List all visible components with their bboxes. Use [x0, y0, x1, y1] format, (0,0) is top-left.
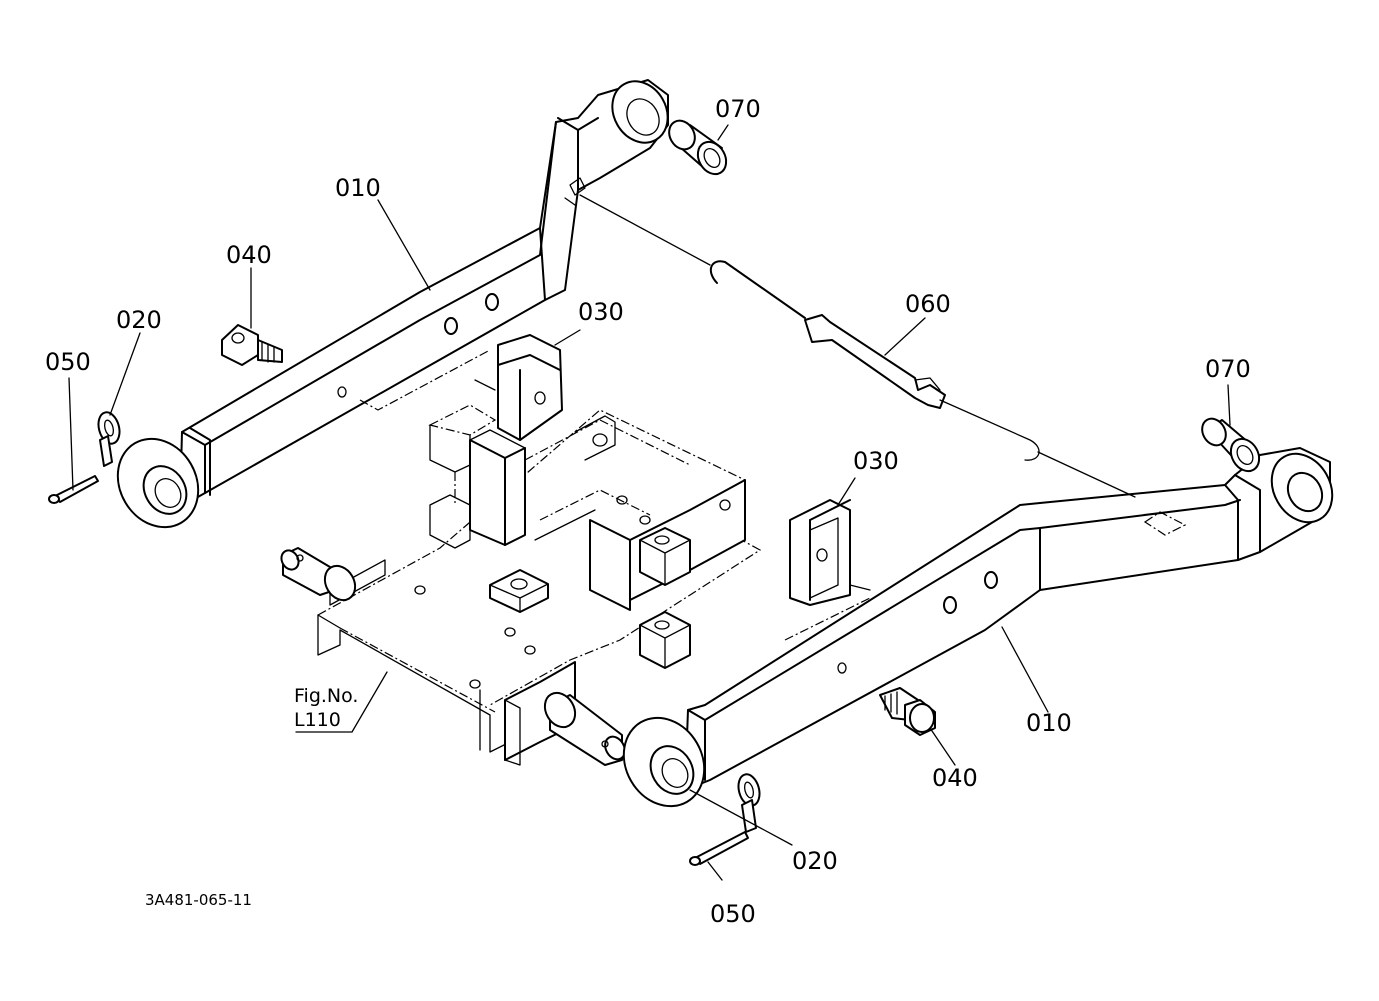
bracket-pin-left	[280, 547, 357, 602]
callout-labels: 010 040 020 050 030 070 060 070 030 010 …	[45, 95, 1251, 928]
cotter-pin-right	[689, 831, 749, 866]
label-050-right: 050	[710, 900, 756, 928]
label-030-left: 030	[578, 298, 624, 326]
label-070-right: 070	[1205, 355, 1251, 383]
figure-ref-line1: Fig.No.	[294, 685, 358, 707]
check-chain	[579, 194, 1136, 498]
figure-ref-line2: L110	[294, 709, 341, 731]
bolt-right	[879, 687, 936, 736]
label-070-upper: 070	[715, 95, 761, 123]
lynch-pin-left	[97, 411, 121, 467]
label-050-left: 050	[45, 348, 91, 376]
label-010-lower: 010	[1026, 709, 1072, 737]
label-020-right: 020	[792, 847, 838, 875]
label-020-left: 020	[116, 306, 162, 334]
bushing-right	[1201, 417, 1261, 473]
lower-link-left	[116, 79, 669, 529]
leader-lines	[68, 124, 1231, 881]
bolt-left	[221, 324, 283, 366]
label-040-right: 040	[932, 764, 978, 792]
label-040-left: 040	[226, 241, 272, 269]
lynch-pin-right	[737, 773, 761, 833]
cotter-pin-left	[48, 475, 99, 504]
bracket-pin-right	[543, 691, 626, 766]
stopper-left	[359, 334, 563, 441]
label-060: 060	[905, 290, 951, 318]
bushing-upper	[668, 119, 728, 176]
hitch-bracket-frame	[317, 404, 762, 766]
label-010-upper: 010	[335, 174, 381, 202]
label-030-right: 030	[853, 447, 899, 475]
lower-link-right	[622, 447, 1334, 808]
drawing-code: 3A481-065-11	[145, 891, 252, 909]
stopper-right	[789, 499, 871, 606]
